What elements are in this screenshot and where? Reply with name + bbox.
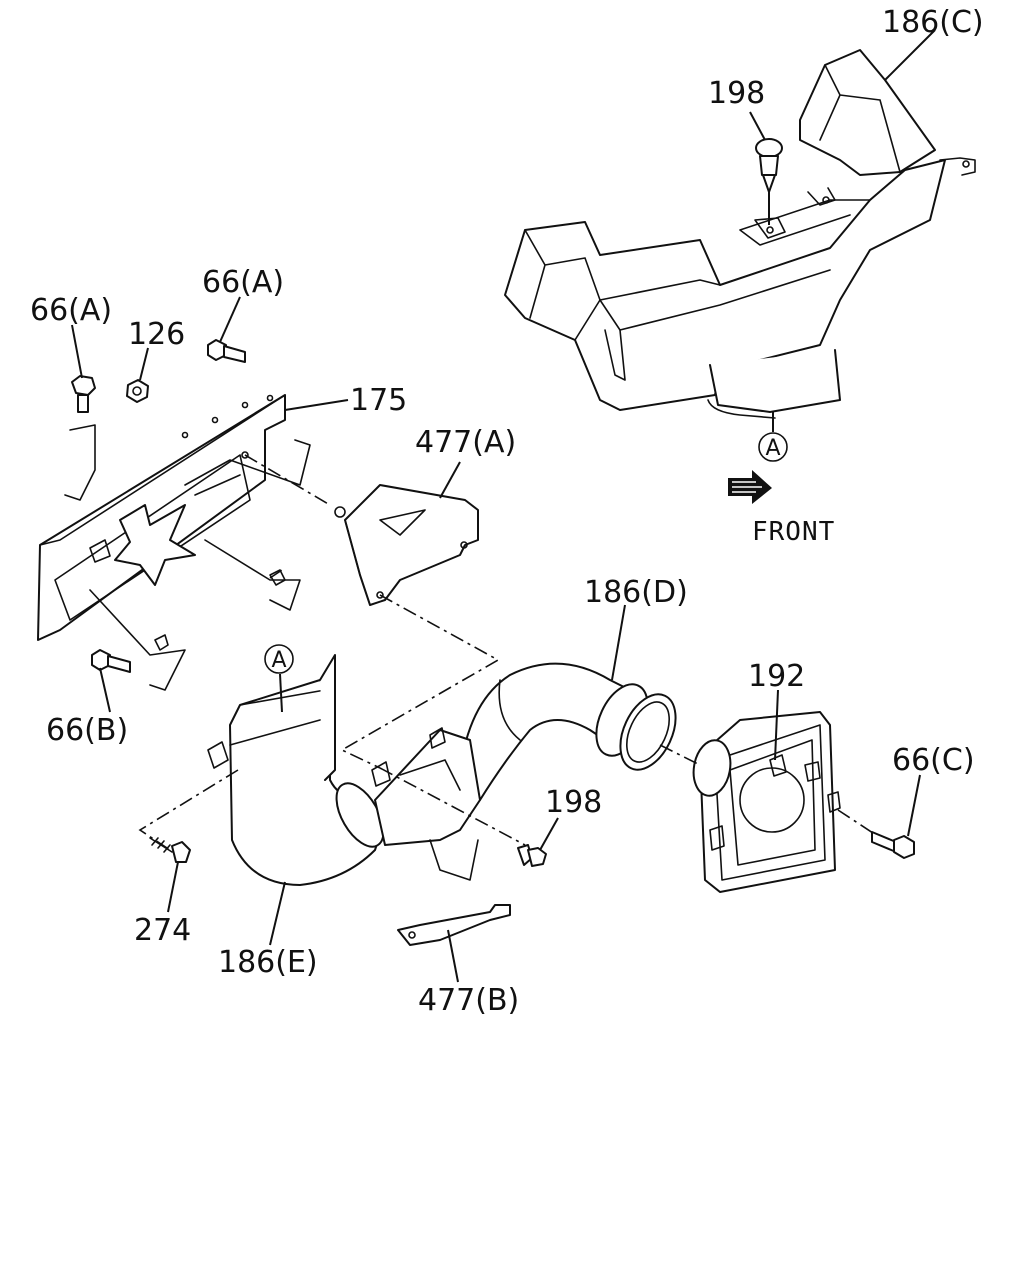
label-186d: 186(D) — [584, 575, 688, 610]
label-126: 126 — [128, 317, 185, 352]
duct-186e — [207, 654, 481, 886]
label-66c: 66(C) — [892, 743, 975, 778]
label-175: 175 — [350, 383, 407, 418]
ref-label-a-top: A — [765, 436, 780, 461]
label-186c: 186(C) — [882, 5, 984, 40]
label-66b: 66(B) — [46, 713, 128, 748]
label-198-bottom: 198 — [545, 785, 602, 820]
hose-186d — [459, 662, 677, 801]
label-66a-right: 66(A) — [202, 265, 284, 300]
alignment-lines — [138, 454, 877, 851]
label-477a: 477(A) — [415, 425, 516, 460]
frame-192 — [692, 711, 841, 893]
bolt-66a-left — [71, 375, 96, 413]
label-477b: 477(B) — [418, 983, 519, 1018]
bracket-477a — [334, 484, 479, 606]
clip-198-bottom — [517, 844, 547, 867]
bracket-477b — [397, 904, 511, 946]
bolt-66a-right — [207, 339, 246, 363]
leader-lines — [71, 29, 936, 983]
front-arrow-icon — [728, 470, 772, 504]
nut-126 — [126, 379, 149, 403]
clip-198-top — [755, 138, 783, 225]
label-198-top: 198 — [708, 76, 765, 111]
bolt-66b — [91, 649, 131, 673]
label-front: FRONT — [752, 517, 835, 547]
duct-186c — [504, 49, 976, 419]
label-66a-left: 66(A) — [30, 293, 112, 328]
label-274: 274 — [134, 913, 191, 948]
label-186e: 186(E) — [218, 945, 318, 980]
screw-274 — [149, 837, 191, 863]
ref-label-a-bottom: A — [271, 648, 286, 673]
ref-circle-a-top: A — [758, 432, 788, 462]
ref-circle-a-bottom: A — [264, 644, 294, 674]
label-192: 192 — [748, 659, 805, 694]
bracket-175 — [37, 394, 311, 691]
bolt-66c — [871, 831, 915, 859]
